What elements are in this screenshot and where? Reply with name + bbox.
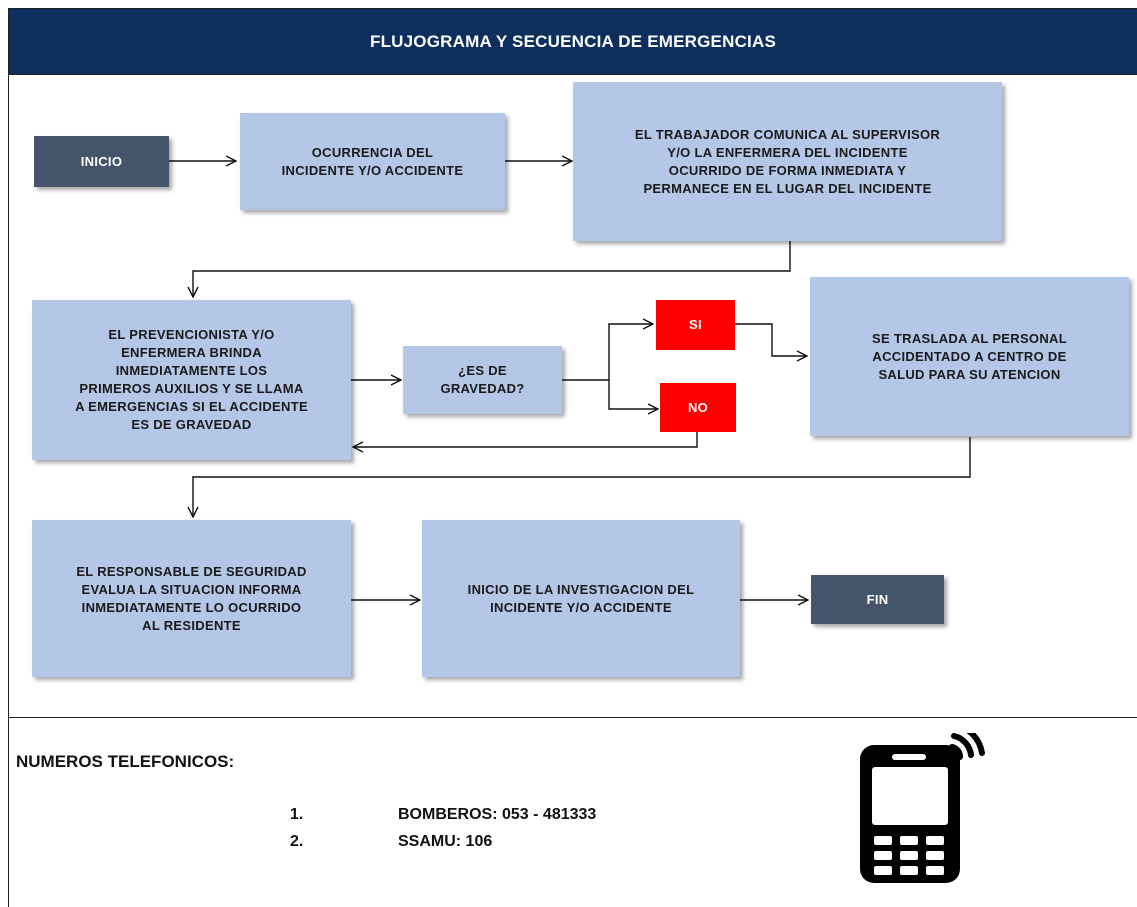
start-node: INICIO bbox=[34, 136, 169, 187]
phone-item-2-index: 2. bbox=[290, 833, 304, 850]
yes-option: SI bbox=[656, 300, 735, 350]
arrow-traslada-responsable bbox=[193, 437, 971, 517]
first-aid-node: EL PREVENCIONISTA Y/O ENFERMERA BRINDA I… bbox=[32, 300, 351, 460]
arrow-comunica-prevencionista bbox=[193, 241, 791, 297]
worker-reports-node: EL TRABAJADOR COMUNICA AL SUPERVISOR Y/O… bbox=[573, 82, 1002, 241]
safety-officer-node: EL RESPONSABLE DE SEGURIDAD EVALUA LA SI… bbox=[32, 520, 351, 677]
no-option: NO bbox=[660, 383, 736, 432]
arrow-to-no bbox=[608, 380, 658, 409]
transfer-to-health-center-node: SE TRASLADA AL PERSONAL ACCIDENTADO A CE… bbox=[810, 277, 1129, 436]
arrow-si-traslada bbox=[735, 323, 807, 356]
end-node: FIN bbox=[811, 575, 944, 624]
phone-item-1-text: BOMBEROS: 053 - 481333 bbox=[398, 806, 597, 823]
arrow-to-si bbox=[608, 324, 653, 380]
phone-numbers-heading: NUMEROS TELEFONICOS: bbox=[16, 752, 235, 771]
mobile-phone-icon bbox=[860, 733, 985, 883]
arrow-no-prevencionista bbox=[353, 432, 698, 447]
phone-item-2-text: SSAMU: 106 bbox=[398, 833, 493, 850]
incident-occurrence-node: OCURRENCIA DEL INCIDENTE Y/O ACCIDENTE bbox=[240, 113, 505, 210]
diagram-frame bbox=[8, 8, 1137, 907]
section-divider bbox=[9, 717, 1137, 718]
page-title: FLUJOGRAMA Y SECUENCIA DE EMERGENCIAS bbox=[9, 9, 1137, 75]
phone-item-1-index: 1. bbox=[290, 806, 304, 823]
investigation-start-node: INICIO DE LA INVESTIGACION DEL INCIDENTE… bbox=[422, 520, 740, 677]
severity-decision-node: ¿ES DE GRAVEDAD? bbox=[403, 346, 562, 414]
